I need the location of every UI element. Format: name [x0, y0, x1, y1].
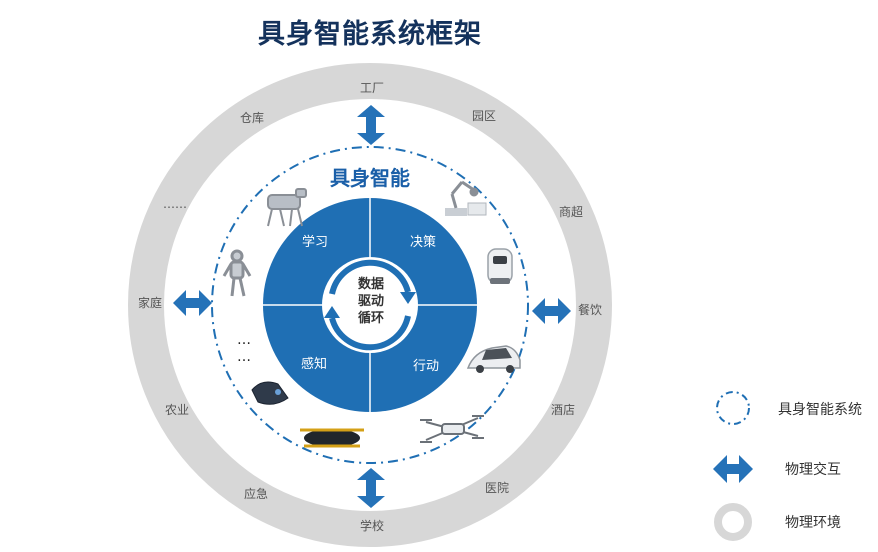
robot-dog-icon [267, 188, 307, 227]
autonomous-car-icon [466, 345, 521, 373]
robot-ellipsis-1: … [237, 332, 251, 348]
ring-label-home: 家庭 [138, 295, 162, 310]
physical-environment-ring [128, 63, 612, 547]
cycle-arrow-top-icon [329, 259, 411, 295]
dashed-circle-icon [716, 391, 750, 425]
legend-label-interaction: 物理交互 [785, 462, 841, 478]
ring-label-hotel: 酒店 [551, 403, 575, 417]
center-line-1: 数据 [358, 276, 384, 292]
embodied-system-boundary [211, 146, 529, 464]
center-disk [322, 257, 418, 353]
ring-label-school: 学校 [360, 518, 384, 533]
ring-label-warehouse: 仓库 [240, 110, 264, 125]
center-line-3: 循环 [358, 310, 384, 326]
legend-label-environment: 物理环境 [785, 515, 841, 531]
interaction-arrow-bottom-icon [357, 468, 385, 508]
center-line-2: 驱动 [358, 294, 384, 309]
page-title: 具身智能系统框架 [258, 19, 482, 50]
cycle-arrow-top-head-icon [400, 292, 416, 304]
cycle-arrow-bottom-icon [329, 315, 411, 351]
embodied-title: 具身智能 [330, 166, 410, 190]
quadrant-learning: 学习 [302, 234, 328, 250]
ring-label-park: 园区 [472, 109, 496, 123]
ring-label-agriculture: 农业 [165, 403, 189, 417]
cycle-arrow-bottom-head-icon [324, 306, 340, 318]
robot-ellipsis-2: … [237, 349, 251, 365]
ring-label-catering: 餐饮 [578, 302, 602, 317]
interaction-arrow-top-icon [357, 105, 385, 145]
robot-arm-icon [445, 180, 487, 216]
ring-icon [714, 503, 752, 541]
quadrant-action: 行动 [413, 359, 439, 374]
quadrant-perception: 感知 [301, 356, 327, 372]
flying-car-icon [300, 428, 364, 448]
underwater-robot-icon [251, 381, 289, 405]
humanoid-robot-icon [222, 249, 252, 297]
interaction-arrow-right-icon [532, 298, 571, 324]
service-robot-icon [487, 248, 513, 284]
ring-label-supermarket: 商超 [559, 204, 583, 219]
ring-label-more: …… [163, 197, 187, 211]
ring-label-hospital: 医院 [485, 481, 509, 495]
double-arrow-icon [713, 455, 753, 483]
interaction-arrow-left-icon [173, 290, 212, 316]
ring-label-factory: 工厂 [360, 81, 384, 95]
quadrant-decision: 决策 [410, 234, 436, 250]
agri-drone-icon [420, 415, 484, 443]
ring-label-emergency: 应急 [244, 486, 268, 501]
legend-label-system: 具身智能系统 [778, 402, 862, 418]
